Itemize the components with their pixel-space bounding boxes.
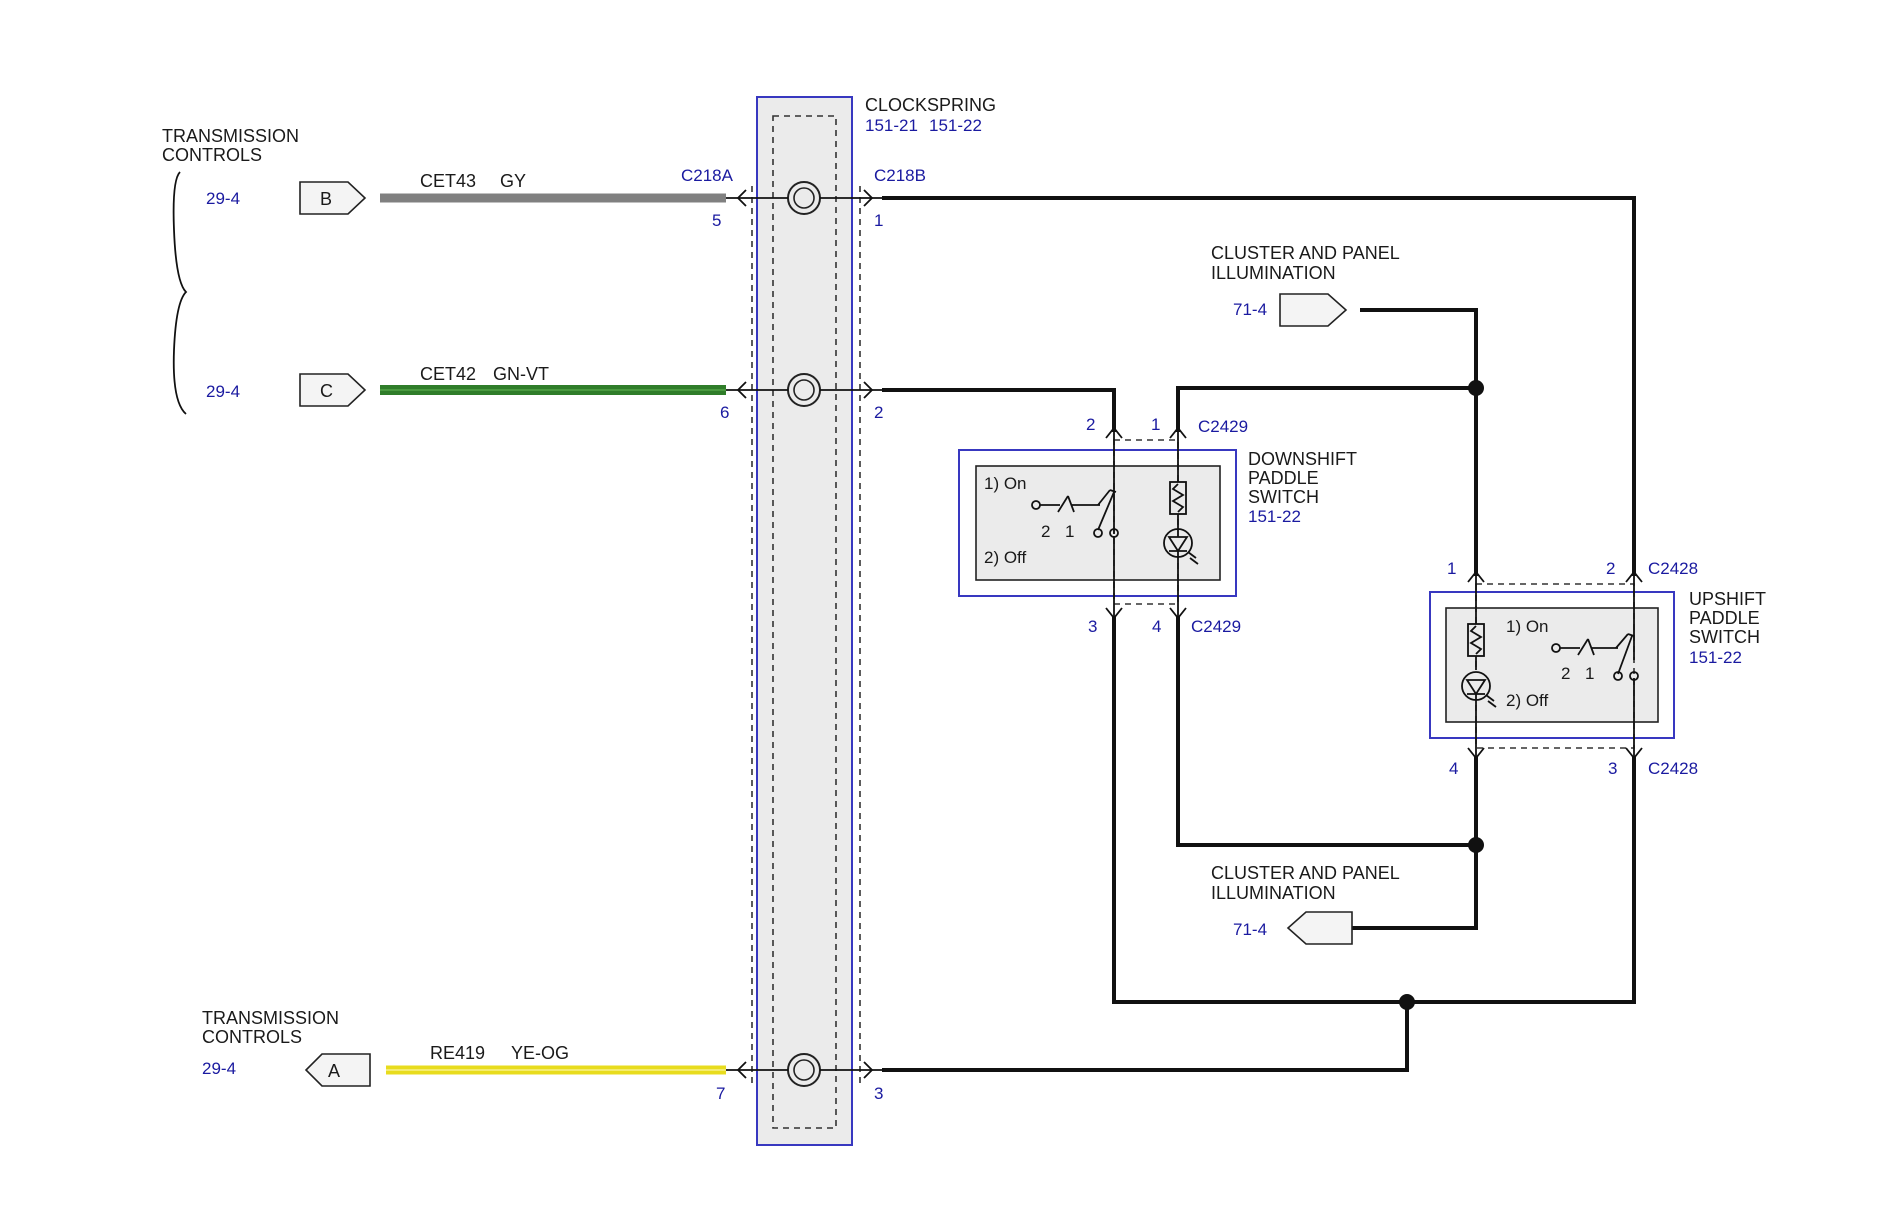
downshift-ref[interactable]: 151-22: [1248, 507, 1301, 526]
grouping-brace: [172, 171, 188, 415]
connector-b[interactable]: B: [299, 181, 367, 215]
connector-b-label: B: [320, 189, 332, 209]
tc-bottom-label-2: CONTROLS: [202, 1027, 302, 1047]
wire-re419-circuit: RE419: [430, 1043, 485, 1063]
downshift-state-on: 1) On: [984, 474, 1027, 493]
ref-71-4-bottom[interactable]: 71-4: [1233, 920, 1267, 939]
wire-cet42-circuit: CET42: [420, 364, 476, 384]
upshift-paddle-switch[interactable]: 1) On 2) Off 2 1 1 2 C2428 4 3 C2428 UPS…: [1429, 559, 1766, 778]
illum-bottom-label-2: ILLUMINATION: [1211, 883, 1336, 903]
clockspring-title: CLOCKSPRING: [865, 95, 996, 115]
wire-illum-top-feed[interactable]: [1176, 308, 1478, 576]
upshift-pin-top-right: 2: [1606, 559, 1615, 578]
upshift-state-on: 1) On: [1506, 617, 1549, 636]
ref-29-4-a[interactable]: 29-4: [202, 1059, 236, 1078]
upshift-resistor: [1467, 623, 1485, 670]
upshift-led-icon: [1461, 671, 1497, 714]
clockspring[interactable]: CLOCKSPRING 151-21 151-22 C218A C218B 5: [681, 95, 996, 1146]
splice-top: [1468, 380, 1484, 396]
upshift-title-3: SWITCH: [1689, 627, 1760, 647]
connector-c2429-bottom[interactable]: C2429: [1191, 617, 1241, 636]
upshift-contact-1: 1: [1585, 664, 1594, 683]
downshift-contact-1: 1: [1065, 522, 1074, 541]
wire-downshift-pin4-to-illum[interactable]: [1176, 616, 1478, 930]
downshift-pin-bottom-right: 4: [1152, 617, 1161, 636]
ref-29-4-b[interactable]: 29-4: [206, 189, 240, 208]
downshift-contacts: [1031, 489, 1119, 538]
clockspring-pin-1: 1: [874, 211, 883, 230]
wire-cet43[interactable]: CET43 GY: [380, 171, 726, 203]
downshift-state-off: 2) Off: [984, 548, 1026, 567]
clockspring-pin-5: 5: [712, 211, 721, 230]
connector-c2428-top[interactable]: C2428: [1648, 559, 1698, 578]
splice-ground: [1399, 994, 1415, 1010]
tc-top-label-2: CONTROLS: [162, 145, 262, 165]
connector-c2428-bottom[interactable]: C2428: [1648, 759, 1698, 778]
connector-a[interactable]: A: [304, 1053, 371, 1087]
connector-a-label: A: [328, 1061, 340, 1081]
upshift-state-off: 2) Off: [1506, 691, 1548, 710]
clockspring-ref-2[interactable]: 151-22: [929, 116, 982, 135]
connector-c2429-top[interactable]: C2429: [1198, 417, 1248, 436]
ref-71-4-top[interactable]: 71-4: [1233, 300, 1267, 319]
illum-top-label-1: CLUSTER AND PANEL: [1211, 243, 1400, 263]
wire-re419[interactable]: RE419 YE-OG: [386, 1043, 726, 1075]
wire-cet43-color: GY: [500, 171, 526, 191]
downshift-contact-2: 2: [1041, 522, 1050, 541]
illum-top-connector[interactable]: [1279, 293, 1348, 327]
downshift-pin-bottom-left: 3: [1088, 617, 1097, 636]
clockspring-ref-1[interactable]: 151-21: [865, 116, 918, 135]
downshift-title-2: PADDLE: [1248, 468, 1319, 488]
clockspring-pin-2: 2: [874, 403, 883, 422]
ref-29-4-c[interactable]: 29-4: [206, 382, 240, 401]
downshift-paddle-switch[interactable]: 1) On 2) Off 2 1 2 1 C2429 3 4 C2429 DOW…: [958, 415, 1357, 636]
wire-c218b-pin2-to-downshift-pin2[interactable]: [882, 388, 1116, 432]
downshift-title-3: SWITCH: [1248, 487, 1319, 507]
clockspring-pin-3: 3: [874, 1084, 883, 1103]
upshift-ref[interactable]: 151-22: [1689, 648, 1742, 667]
wire-cet42-color: GN-VT: [493, 364, 549, 384]
connector-c[interactable]: C: [299, 373, 367, 407]
connector-c-label: C: [320, 381, 333, 401]
illum-bottom-connector[interactable]: [1286, 911, 1353, 945]
clockspring-pin-6: 6: [720, 403, 729, 422]
wire-re419-color: YE-OG: [511, 1043, 569, 1063]
connector-c218b[interactable]: C218B: [874, 166, 926, 185]
upshift-pin-bottom-left: 4: [1449, 759, 1458, 778]
upshift-title-1: UPSHIFT: [1689, 589, 1766, 609]
clockspring-pin-7: 7: [716, 1084, 725, 1103]
tc-top-label-1: TRANSMISSION: [162, 126, 299, 146]
upshift-contact-2: 2: [1561, 664, 1570, 683]
downshift-title-1: DOWNSHIFT: [1248, 449, 1357, 469]
downshift-resistor: [1169, 481, 1187, 526]
wire-cet43-circuit: CET43: [420, 171, 476, 191]
wire-cet42[interactable]: CET42 GN-VT: [380, 364, 726, 395]
tc-bottom-label-1: TRANSMISSION: [202, 1008, 339, 1028]
upshift-pin-bottom-right: 3: [1608, 759, 1617, 778]
transmission-controls-top: TRANSMISSION CONTROLS 29-4 29-4 B C: [162, 126, 367, 415]
transmission-controls-bottom: TRANSMISSION CONTROLS 29-4 A: [202, 1008, 371, 1087]
upshift-contacts: [1551, 633, 1639, 681]
illum-top-label-2: ILLUMINATION: [1211, 263, 1336, 283]
downshift-pin-top-left: 2: [1086, 415, 1095, 434]
upshift-pin-top-left: 1: [1447, 559, 1456, 578]
downshift-led-icon: [1163, 526, 1199, 574]
wire-c218b-pin1-to-upshift-pin2[interactable]: [882, 196, 1636, 576]
connector-c218a[interactable]: C218A: [681, 166, 734, 185]
illumination-bottom: CLUSTER AND PANEL ILLUMINATION 71-4: [1211, 863, 1400, 945]
wire-c218b-pin3-ground[interactable]: [882, 1002, 1409, 1072]
wire-downshift-pin3-to-ground[interactable]: [1112, 616, 1636, 1004]
illum-bottom-label-1: CLUSTER AND PANEL: [1211, 863, 1400, 883]
downshift-pin-top-right: 1: [1151, 415, 1160, 434]
splice-illum-bottom: [1468, 837, 1484, 853]
illumination-top: CLUSTER AND PANEL ILLUMINATION 71-4: [1211, 243, 1400, 327]
upshift-title-2: PADDLE: [1689, 608, 1760, 628]
